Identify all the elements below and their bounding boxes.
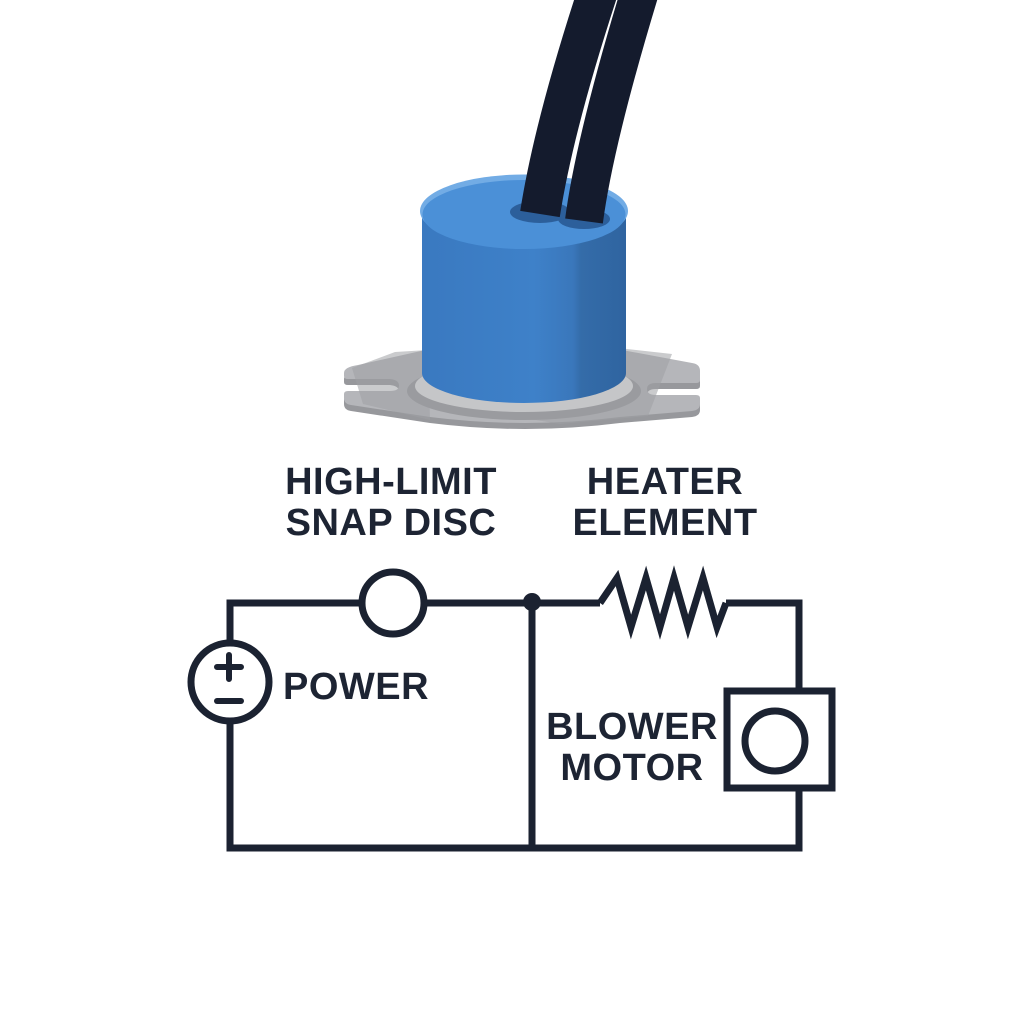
circuit-wire-bottom [226, 721, 803, 852]
snap-disc-label: HIGH-LIMIT SNAP DISC [285, 462, 497, 544]
bracket-shadow-left [352, 350, 430, 420]
circuit-wire-top-left [226, 599, 362, 643]
blower-label: BLOWER MOTOR [546, 707, 718, 789]
blower-label-line1: BLOWER [546, 706, 718, 748]
circuit-schematic [187, 565, 836, 852]
snap-disc-switch-symbol [358, 568, 428, 638]
power-label: POWER [283, 666, 430, 708]
power-source-symbol [187, 639, 273, 725]
blower-label-line2: MOTOR [560, 747, 704, 789]
heater-label-line2: ELEMENT [572, 502, 758, 544]
heater-resistor-symbol [597, 565, 730, 640]
snap-disc-label-line2: SNAP DISC [285, 502, 497, 544]
snap-disc-label-line1: HIGH-LIMIT [285, 461, 497, 503]
plus-sign [214, 652, 244, 682]
circuit-wire-top-right [726, 599, 803, 691]
heater-label-line1: HEATER [586, 461, 744, 503]
blower-motor-circle [741, 707, 809, 775]
lead-wire-left [520, 0, 617, 218]
junction-dot [523, 593, 541, 611]
cylinder-body [422, 214, 626, 403]
heater-label: HEATER ELEMENT [572, 462, 757, 544]
snap-disc-illustration [344, 0, 700, 429]
lead-wire-right [565, 0, 658, 224]
